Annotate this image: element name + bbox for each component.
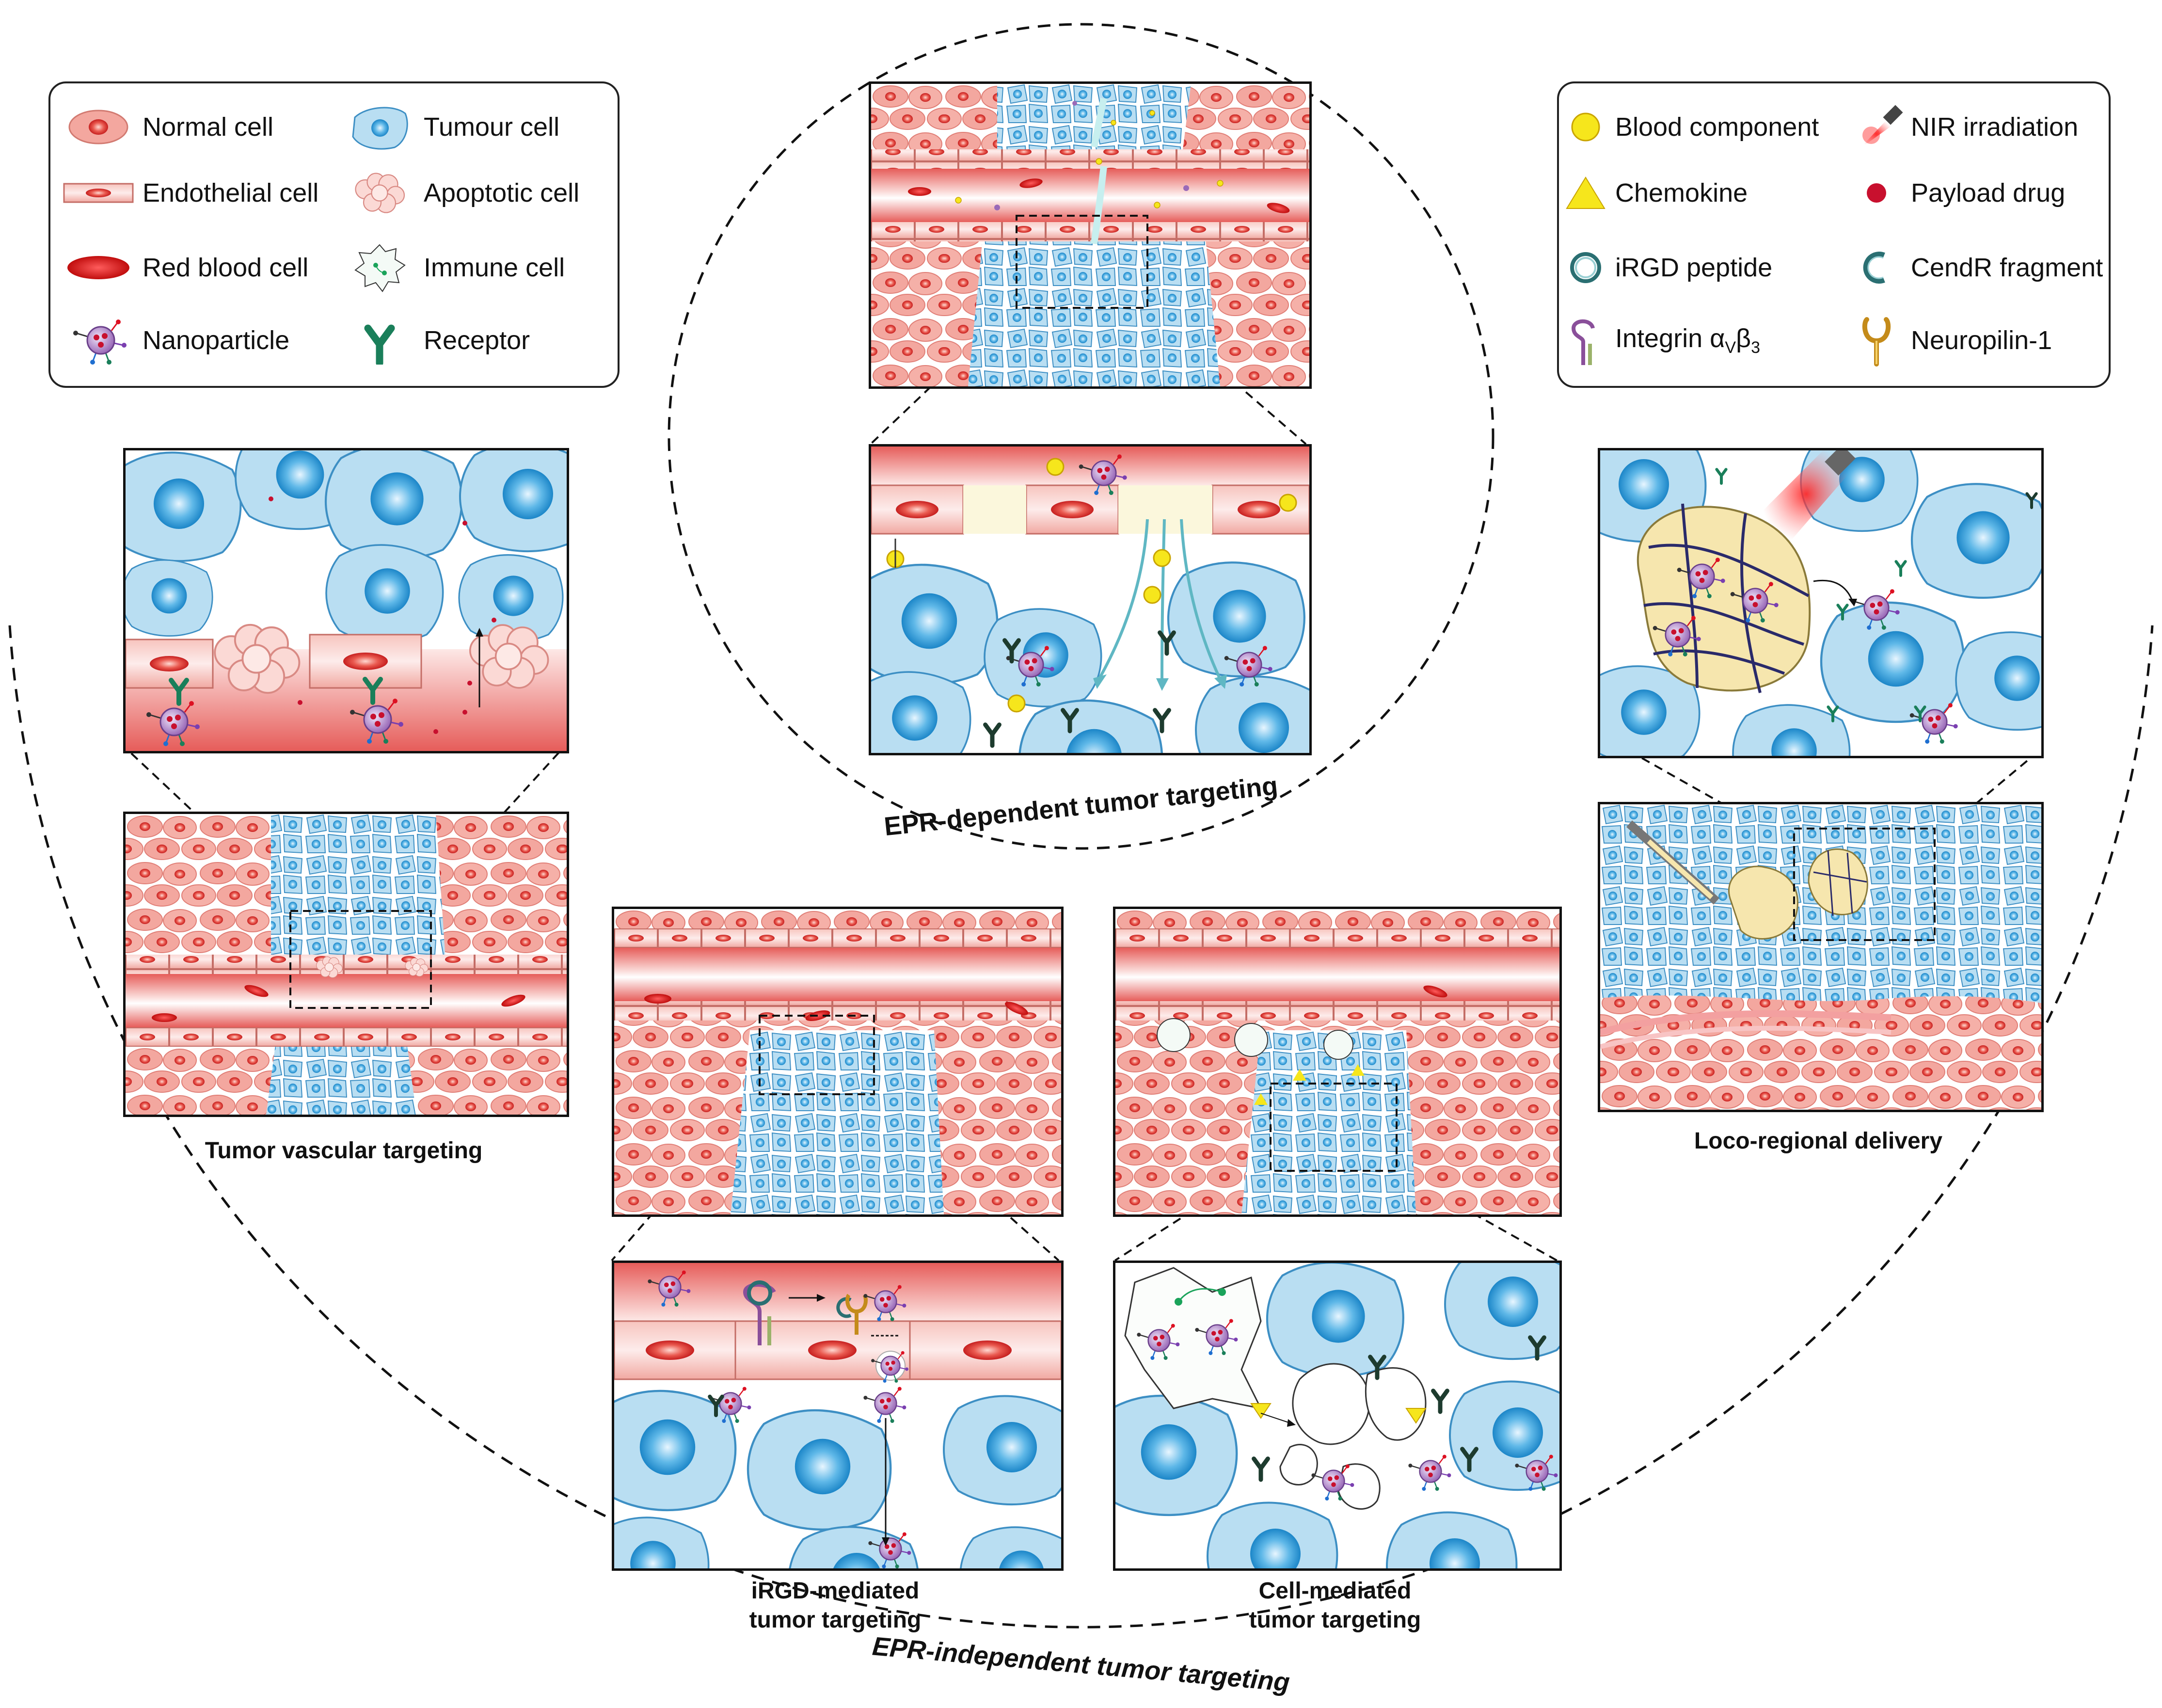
legend-item-tumour-cell: Tumour cell — [343, 98, 559, 156]
chemokine-icon — [1564, 166, 1607, 220]
caption-tumor-vascular-targeting: Tumor vascular targeting — [205, 1138, 483, 1164]
cendr-fragment-icon — [1850, 241, 1903, 294]
red-blood-cell-icon — [62, 241, 135, 294]
caption-line: tumor targeting — [749, 1607, 922, 1633]
legend-label: Apoptotic cell — [424, 178, 580, 208]
legend-label: Tumour cell — [424, 112, 560, 142]
irgd-overview-panel — [612, 907, 1064, 1217]
vascular-overview-panel — [123, 812, 569, 1117]
legend-label: iRGD peptide — [1615, 253, 1773, 282]
caption-loco-regional-delivery: Loco-regional delivery — [1694, 1128, 1943, 1154]
legend-item-apoptotic-cell: Apoptotic cell — [343, 164, 579, 222]
legend-label: Endothelial cell — [143, 178, 319, 208]
legend-label: CendR fragment — [1911, 253, 2103, 282]
legend-item-chemokine: Chemokine — [1564, 164, 1748, 222]
legend-item-red-blood-cell: Red blood cell — [62, 239, 308, 297]
endothelial-cell-icon — [62, 166, 135, 220]
normal-cell-icon — [62, 100, 135, 154]
immune-cell-icon — [343, 241, 416, 294]
vascular-zoom-panel — [123, 448, 569, 753]
integrin-icon — [1564, 314, 1607, 367]
legend-item-irgd-peptide: iRGD peptide — [1564, 239, 1772, 297]
legend-label: Receptor — [424, 326, 530, 355]
neuropilin-icon — [1850, 314, 1903, 367]
legend-right: Blood component Chemokine iRGD peptide I… — [1557, 81, 2111, 388]
legend-item-blood-component: Blood component — [1564, 98, 1819, 156]
loco-zoom-panel — [1598, 448, 2044, 758]
legend-item-integrin: Integrin αVβ3 — [1564, 311, 1760, 369]
payload-drug-icon — [1850, 166, 1903, 220]
irgd-zoom-panel — [612, 1261, 1064, 1571]
blood-component-icon — [1564, 100, 1607, 154]
legend-item-neuropilin: Neuropilin-1 — [1850, 311, 2052, 369]
legend-item-receptor: Receptor — [343, 311, 530, 369]
legend-label: Neuropilin-1 — [1911, 326, 2052, 355]
legend-item-nanoparticle: Nanoparticle — [62, 311, 289, 369]
legend-label: Integrin αVβ3 — [1615, 324, 1761, 357]
epr-dependent-circle — [668, 23, 1494, 850]
caption-irgd-mediated: iRGD-mediated tumor targeting — [612, 1577, 1059, 1635]
cell-zoom-panel — [1113, 1261, 1562, 1571]
legend-label: Payload drug — [1911, 178, 2066, 208]
caption-line: tumor targeting — [1249, 1607, 1421, 1633]
caption-cell-mediated: Cell-mediated tumor targeting — [1113, 1577, 1557, 1635]
legend-item-cendr-fragment: CendR fragment — [1850, 239, 2103, 297]
legend-item-nir-irradiation: NIR irradiation — [1850, 98, 2078, 156]
legend-label: Red blood cell — [143, 253, 309, 282]
legend-item-payload-drug: Payload drug — [1850, 164, 2065, 222]
epr-overview-panel — [869, 81, 1312, 389]
legend-left: Normal cell Endothelial cell Red blood c… — [48, 81, 620, 388]
cell-overview-panel — [1113, 907, 1562, 1217]
legend-item-immune-cell: Immune cell — [343, 239, 565, 297]
legend-item-endothelial-cell: Endothelial cell — [62, 164, 318, 222]
legend-label: NIR irradiation — [1911, 112, 2079, 142]
tumour-cell-icon — [343, 100, 416, 154]
legend-label: Immune cell — [424, 253, 565, 282]
irgd-peptide-icon — [1564, 241, 1607, 294]
nir-irradiation-icon — [1850, 100, 1903, 154]
loco-overview-panel — [1598, 802, 2044, 1112]
legend-item-normal-cell: Normal cell — [62, 98, 273, 156]
legend-label: Blood component — [1615, 112, 1819, 142]
legend-label: Chemokine — [1615, 178, 1748, 208]
epr-zoom-panel — [869, 444, 1312, 755]
legend-label: Normal cell — [143, 112, 274, 142]
legend-label: Nanoparticle — [143, 326, 290, 355]
caption-line: iRGD-mediated — [751, 1578, 920, 1604]
caption-line: Cell-mediated — [1258, 1578, 1412, 1604]
